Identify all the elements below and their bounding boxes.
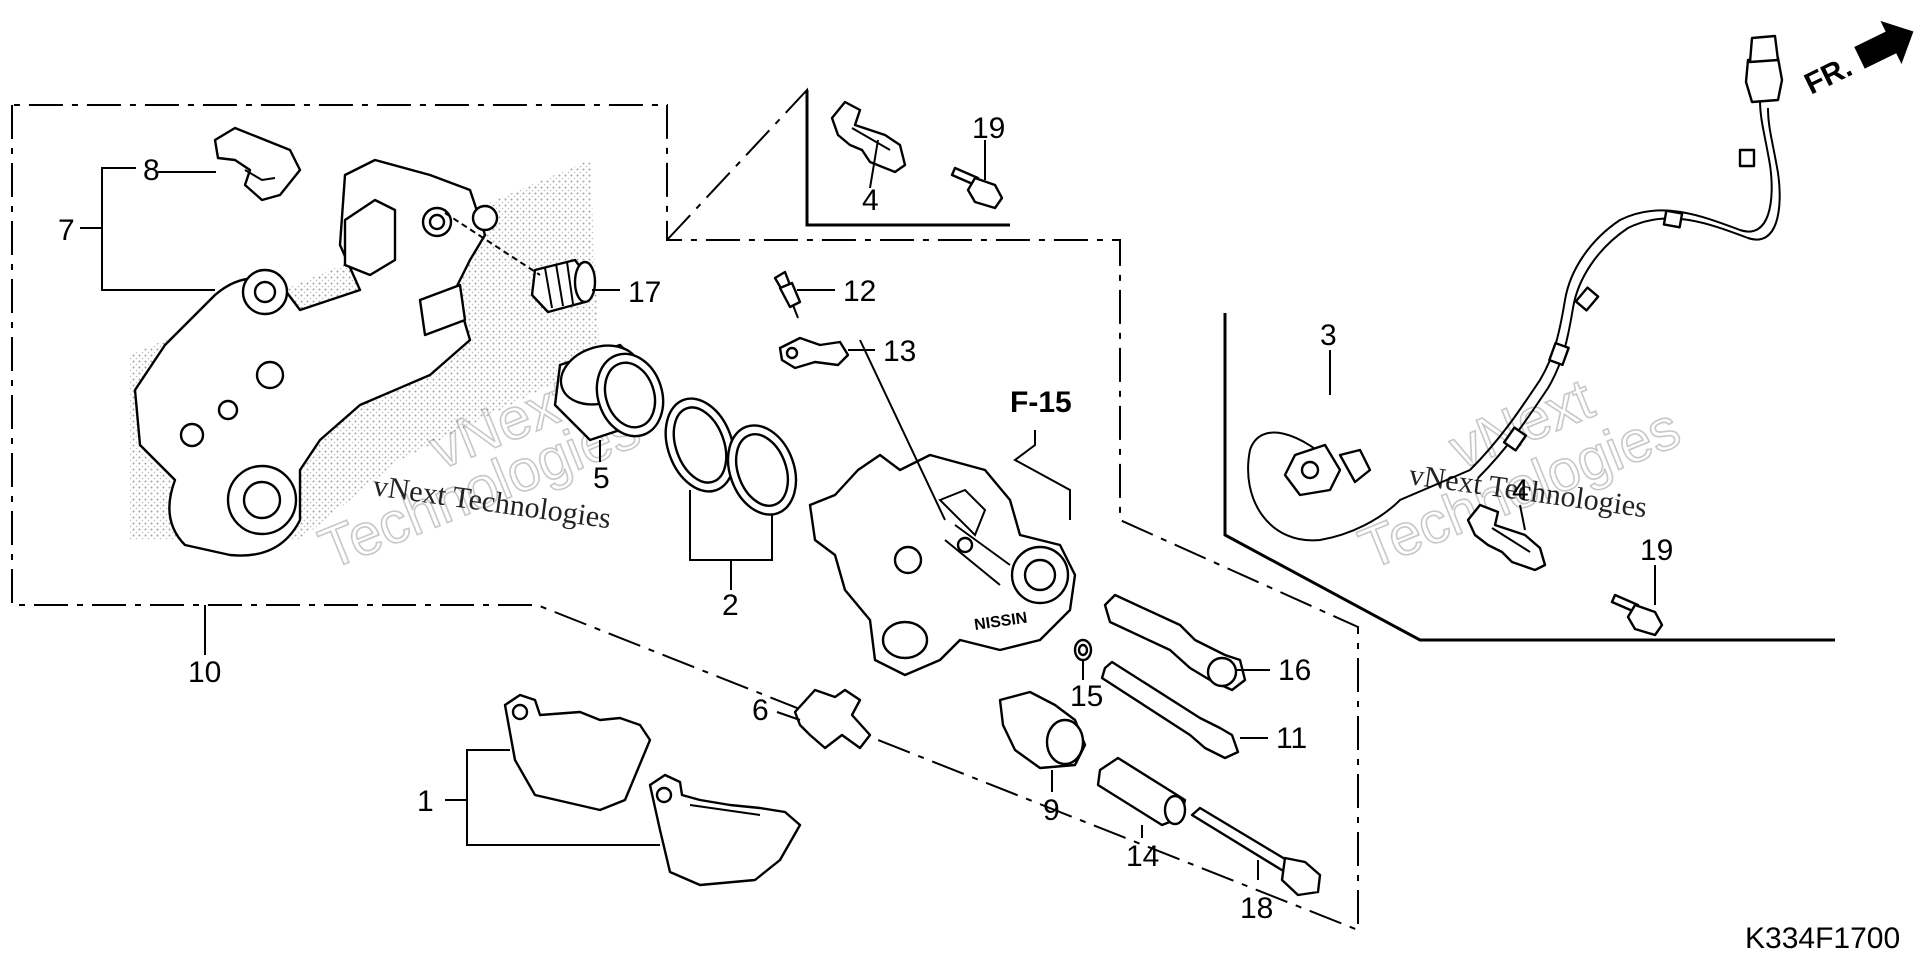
- slide-pin-upper-part: [1103, 593, 1247, 692]
- front-direction-indicator: FR.: [1799, 20, 1914, 101]
- callout-1: 1: [417, 785, 434, 818]
- piston-part: [553, 343, 665, 442]
- o-ring-part: [1073, 638, 1093, 662]
- long-bolt-part: [1190, 806, 1322, 897]
- callout-11: 11: [1276, 722, 1307, 755]
- callout-5: 5: [593, 462, 610, 495]
- pin-boot-part: [998, 690, 1087, 770]
- piston-seals-part: [664, 397, 798, 516]
- callout-4-right: 4: [1512, 474, 1529, 507]
- direction-label: FR.: [1799, 50, 1857, 101]
- bleeder-valve-part: [773, 270, 802, 319]
- retainer-clip-right-part: [1466, 503, 1547, 572]
- callout-15: 15: [1070, 680, 1103, 713]
- bolt-right-part: [1610, 593, 1664, 637]
- bolt-top-part: [950, 166, 1004, 210]
- callout-4-top: 4: [862, 184, 879, 217]
- sleeve-part: [1096, 756, 1187, 827]
- caliper-bracket-part: [130, 158, 600, 557]
- callout-9: 9: [1043, 794, 1060, 827]
- callout-16: 16: [1278, 654, 1311, 687]
- callout-13: 13: [883, 335, 916, 368]
- callout-10: 10: [188, 656, 221, 689]
- speed-sensor-inset-frame: [1223, 313, 1835, 642]
- retainer-clip-top-part: [830, 100, 907, 174]
- callout-8: 8: [143, 154, 160, 187]
- boot-part: [444, 212, 597, 314]
- callout-6: 6: [752, 694, 769, 727]
- leader-lines: [80, 139, 1656, 880]
- pad-retainer-spring-part: [793, 688, 872, 750]
- callout-2: 2: [722, 589, 739, 622]
- callout-3: 3: [1320, 319, 1337, 352]
- brake-pad-rear-part: [648, 773, 802, 887]
- callout-14: 14: [1126, 840, 1159, 873]
- callout-7: 7: [58, 214, 75, 247]
- callout-19-right: 19: [1640, 534, 1673, 567]
- callout-17: 17: [628, 276, 661, 309]
- figure-code: K334F1700: [1745, 922, 1900, 955]
- callout-labels: 8 7 17 4 19 12 13 F-15 5 2 10 6 1 9 15 1…: [58, 112, 1900, 955]
- speed-sensor-part: [1247, 34, 1784, 542]
- slide-pin-lower-part: [1100, 660, 1240, 760]
- pad-spring-part: [213, 126, 302, 202]
- reference-label-f15: F-15: [1010, 386, 1072, 419]
- callout-18: 18: [1240, 892, 1273, 925]
- bleeder-cap-part: [778, 336, 850, 370]
- caliper-body-part: NISSIN: [808, 339, 1077, 677]
- bracket-inset-frame: [805, 90, 1010, 227]
- callout-12: 12: [843, 275, 876, 308]
- caliper-assembly-frame: [11, 87, 1359, 932]
- brake-pad-front-part: [503, 693, 652, 812]
- callout-19-top: 19: [972, 112, 1005, 145]
